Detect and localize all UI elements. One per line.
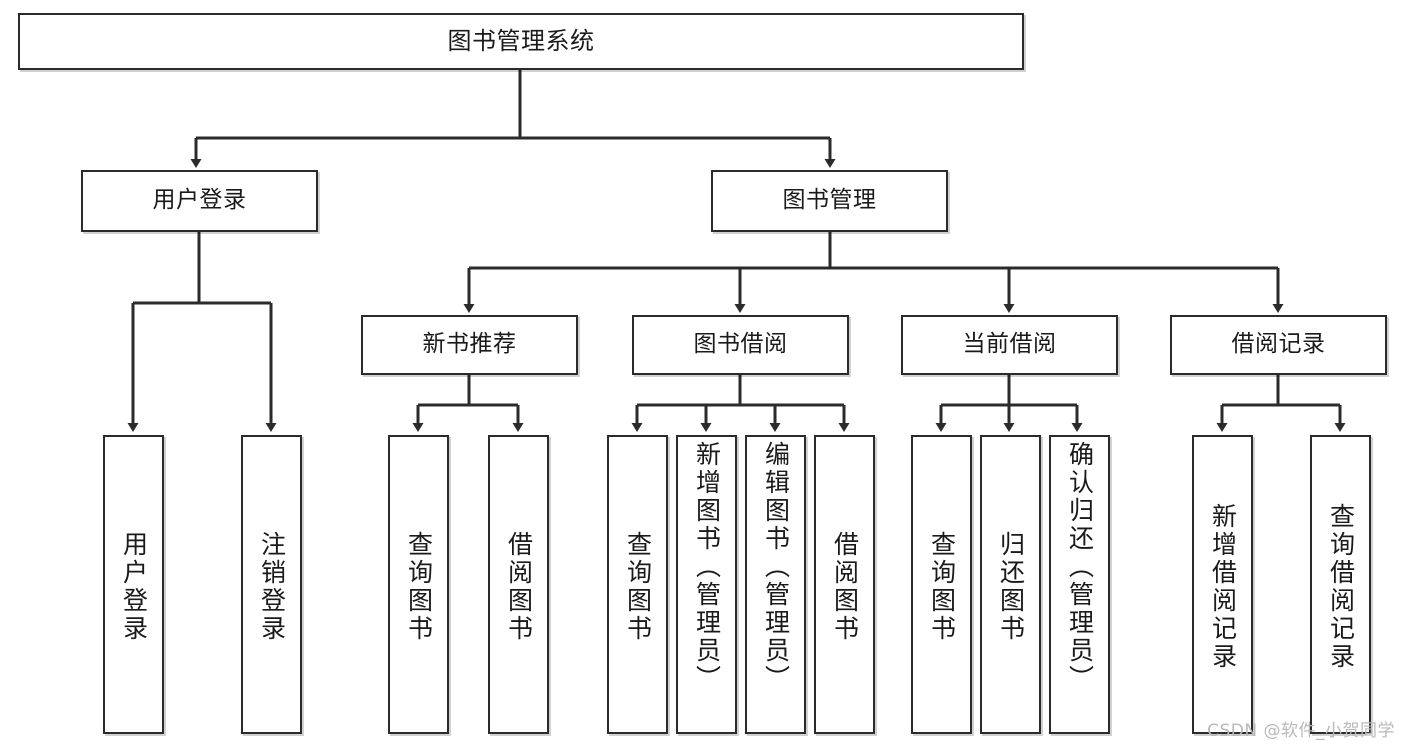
node-label: 图书管理 [782, 187, 877, 214]
node-borrow-record[interactable]: 借阅记录 [1170, 315, 1387, 375]
node-book-management[interactable]: 图书管理 [711, 170, 948, 232]
node-label: 借阅图书 [504, 530, 534, 643]
node-label: 新书推荐 [422, 331, 517, 358]
node-label: 查询图书 [927, 530, 957, 643]
node-label: 编辑图书（管理员） [761, 441, 791, 693]
leaf-user-login-login[interactable]: 用户登录 [103, 435, 164, 734]
node-book-borrow[interactable]: 图书借阅 [632, 315, 849, 375]
node-new-book-recommend[interactable]: 新书推荐 [361, 315, 578, 375]
node-root-system[interactable]: 图书管理系统 [18, 13, 1024, 70]
leaf-record-query-record[interactable]: 查询借阅记录 [1310, 435, 1371, 734]
csdn-watermark: CSDN @软件_小贺同学 [1207, 721, 1395, 741]
node-label: 借阅图书 [830, 530, 860, 643]
leaf-borrow-add-book-admin[interactable]: 新增图书（管理员） [676, 435, 737, 734]
node-label: 查询借阅记录 [1326, 502, 1356, 671]
node-label: 图书借阅 [693, 331, 788, 358]
node-label: 用户登录 [119, 530, 149, 643]
node-label: 借阅记录 [1231, 331, 1326, 358]
node-label: 确认归还（管理员） [1065, 441, 1095, 693]
leaf-borrow-borrow-book[interactable]: 借阅图书 [814, 435, 875, 734]
leaf-current-return-book[interactable]: 归还图书 [980, 435, 1041, 734]
node-label: 注销登录 [257, 530, 287, 643]
node-label: 当前借阅 [962, 331, 1057, 358]
leaf-borrow-edit-book-admin[interactable]: 编辑图书（管理员） [745, 435, 806, 734]
node-user-login[interactable]: 用户登录 [81, 170, 318, 232]
node-current-borrow[interactable]: 当前借阅 [901, 315, 1118, 375]
node-label: 归还图书 [996, 530, 1026, 643]
leaf-user-login-logout[interactable]: 注销登录 [241, 435, 302, 734]
node-label: 用户登录 [152, 187, 247, 214]
node-label: 查询图书 [623, 530, 653, 643]
leaf-current-confirm-return-admin[interactable]: 确认归还（管理员） [1049, 435, 1110, 734]
node-label: 查询图书 [404, 530, 434, 643]
node-label: 新增借阅记录 [1208, 502, 1238, 671]
leaf-recommend-borrow-book[interactable]: 借阅图书 [488, 435, 549, 734]
leaf-current-query-book[interactable]: 查询图书 [911, 435, 972, 734]
leaf-record-add-record[interactable]: 新增借阅记录 [1192, 435, 1253, 734]
leaf-recommend-query-book[interactable]: 查询图书 [388, 435, 449, 734]
node-label: 图书管理系统 [447, 27, 595, 56]
node-label: 新增图书（管理员） [692, 441, 722, 693]
leaf-borrow-query-book[interactable]: 查询图书 [607, 435, 668, 734]
